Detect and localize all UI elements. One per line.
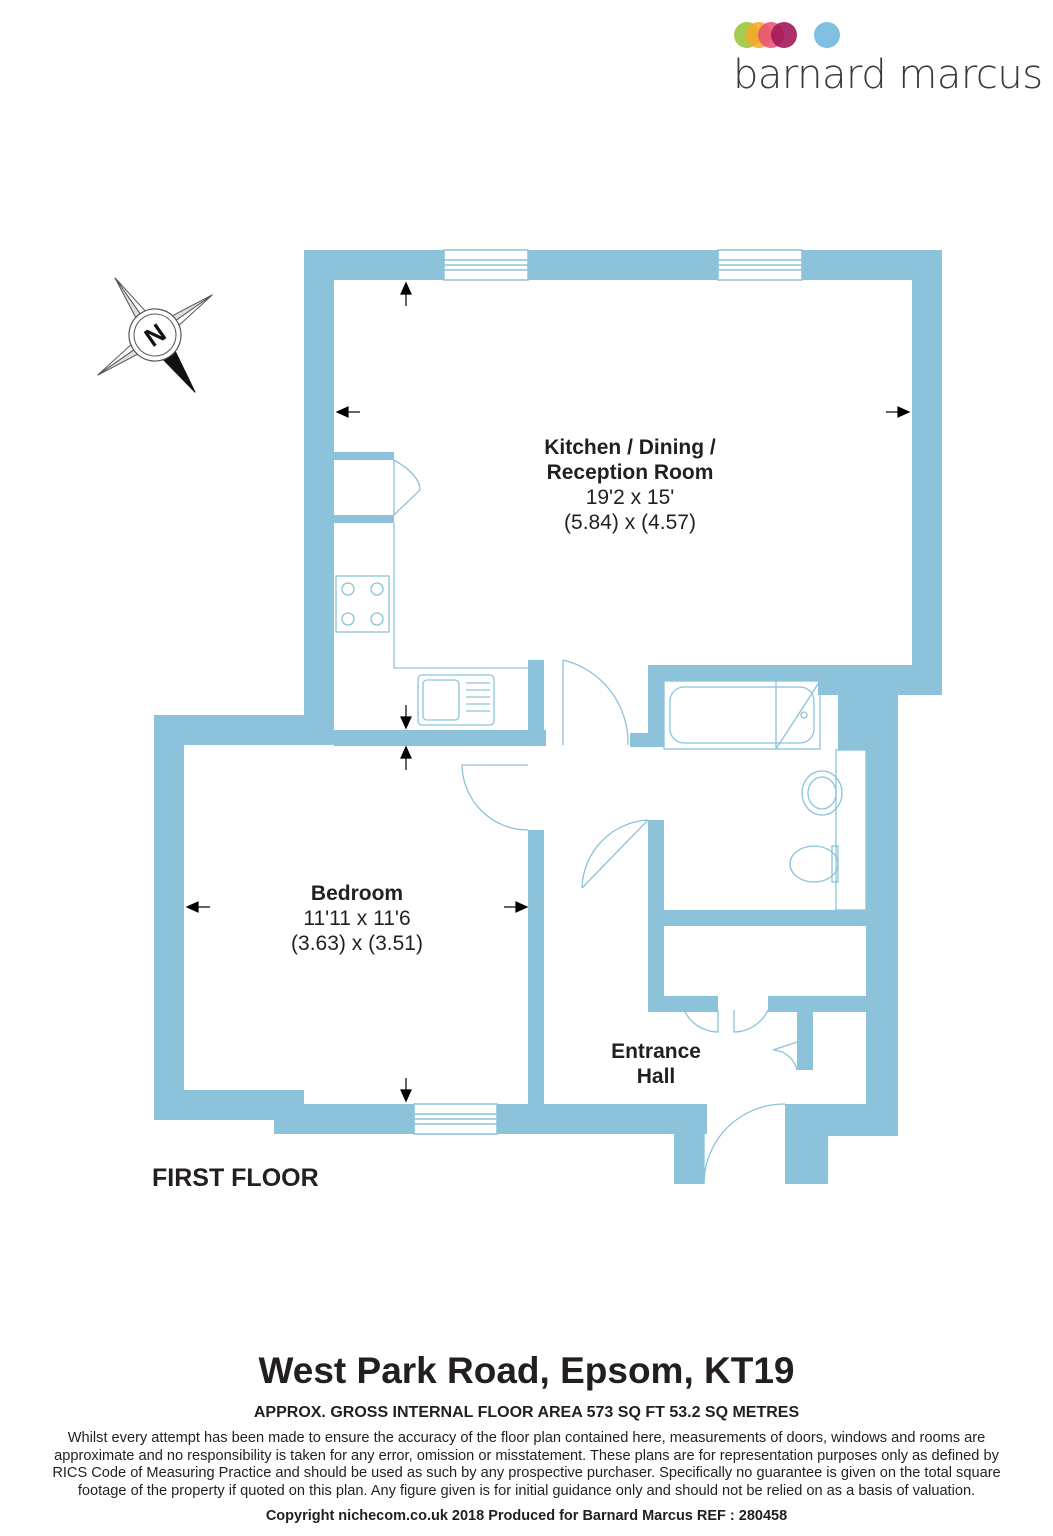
hob bbox=[335, 575, 390, 633]
kitchen-title-line1: Kitchen / Dining / bbox=[544, 436, 716, 459]
door-cupboard-left bbox=[683, 1009, 719, 1033]
kitchen-title: Kitchen / Dining / Reception Room bbox=[480, 435, 780, 485]
basin bbox=[801, 749, 867, 911]
wall-kitchen-cupboard-top bbox=[334, 452, 394, 460]
wall-bedroom-right-upper bbox=[528, 660, 544, 746]
kitchen-sink bbox=[417, 674, 495, 726]
toilet bbox=[789, 845, 839, 883]
wall-entrance-right-outer bbox=[798, 1120, 898, 1136]
wall-bath-top bbox=[648, 665, 838, 681]
wall-bath-left bbox=[648, 820, 664, 912]
arrow-bedroom-right bbox=[504, 901, 529, 913]
wall-right-outer bbox=[866, 695, 898, 1135]
door-store bbox=[772, 1041, 798, 1071]
door-kitchen-cupboard bbox=[393, 459, 421, 516]
bedroom-title-line1: Bedroom bbox=[310, 882, 404, 905]
arrow-kitchen-left bbox=[335, 406, 360, 418]
door-cupboard-right bbox=[733, 1009, 769, 1033]
brand-logo-dots bbox=[734, 22, 840, 48]
kitchen-dim-metric: (5.84) x (4.57) bbox=[564, 511, 696, 534]
window-bedroom bbox=[413, 1103, 498, 1135]
door-entrance bbox=[703, 1103, 786, 1185]
wall-kitchen-left bbox=[304, 250, 334, 735]
arrow-bedroom-top bbox=[400, 745, 412, 770]
arrow-bedroom-bottom bbox=[400, 1078, 412, 1103]
door-bedroom bbox=[461, 764, 529, 831]
property-address: West Park Road, Epsom, KT19 bbox=[258, 1350, 795, 1391]
logo-dot-4 bbox=[771, 22, 797, 48]
disclaimer-line: footage of the property if quoted on thi… bbox=[77, 1482, 976, 1499]
wall-store-left bbox=[797, 1010, 813, 1070]
hall-title: Entrance Hall bbox=[586, 1039, 726, 1089]
wall-bedroom-right bbox=[528, 830, 544, 1105]
arrow-bedroom-left bbox=[185, 901, 210, 913]
hall-title-line2: Hall bbox=[636, 1065, 676, 1088]
walls bbox=[154, 250, 942, 1184]
copyright: Copyright nichecom.co.uk 2018 Produced f… bbox=[265, 1508, 788, 1524]
windows bbox=[413, 249, 803, 1135]
arrow-kitchen-right bbox=[886, 406, 911, 418]
wall-bedroom-left bbox=[154, 715, 184, 1120]
fixtures bbox=[335, 523, 867, 911]
disclaimer-line: Whilst every attempt has been made to en… bbox=[67, 1430, 986, 1446]
doors bbox=[393, 459, 798, 1185]
bedroom-title: Bedroom bbox=[257, 881, 457, 906]
wall-kitchen-cupboard-bottom bbox=[334, 515, 394, 523]
floor-plan: N bbox=[97, 249, 942, 1185]
disclaimer-line: RICS Code of Measuring Practice and shou… bbox=[52, 1465, 1001, 1481]
arrow-kitchen-top bbox=[400, 281, 412, 306]
bedroom-dim-imperial: 11'11 x 11'6 bbox=[303, 907, 411, 930]
wall-cupboard-bottom-right bbox=[768, 996, 866, 1012]
bathtub bbox=[663, 680, 821, 750]
wall-hall-step bbox=[630, 733, 664, 747]
wall-cupboard-left bbox=[648, 910, 664, 1012]
wall-entrance-left bbox=[674, 1104, 704, 1184]
kitchen-title-line2: Reception Room bbox=[546, 461, 714, 484]
compass-rose: N bbox=[97, 277, 213, 393]
door-bathroom bbox=[581, 819, 649, 889]
disclaimer-line: approximate and no responsibility is tak… bbox=[54, 1447, 999, 1464]
wall-entrance-right bbox=[785, 1104, 828, 1184]
window-kitchen-left bbox=[443, 249, 529, 281]
wall-cupboard-bottom-left bbox=[648, 996, 718, 1012]
bedroom-dim-metric: (3.63) x (3.51) bbox=[291, 932, 423, 955]
wall-bedroom-bottom-right bbox=[497, 1104, 707, 1134]
door-kitchen bbox=[562, 659, 629, 746]
brand-logo-text: barnard marcus bbox=[733, 52, 1043, 98]
kitchen-dim-imperial: 19'2 x 15' bbox=[585, 486, 675, 509]
floor-label: FIRST FLOOR bbox=[152, 1164, 319, 1192]
wall-bath-bottom bbox=[648, 910, 866, 926]
wall-bedroom-bottom-step bbox=[274, 1104, 414, 1134]
logo-dot-5 bbox=[814, 22, 840, 48]
wall-divider bbox=[334, 730, 546, 746]
kitchen-dimensions: 19'2 x 15' (5.84) x (4.57) bbox=[480, 485, 780, 535]
wall-kitchen-right bbox=[912, 250, 942, 695]
disclaimer: Whilst every attempt has been made to en… bbox=[10, 1430, 1043, 1500]
arrow-kitchen-bottom bbox=[400, 705, 412, 730]
wall-bath-left-upper bbox=[648, 665, 664, 745]
kitchen-counter bbox=[393, 523, 528, 669]
floor-area: APPROX. GROSS INTERNAL FLOOR AREA 573 SQ… bbox=[253, 1404, 800, 1421]
dimension-arrows bbox=[185, 281, 911, 1103]
wall-kitchen-top-mid bbox=[528, 250, 718, 280]
window-kitchen-right bbox=[717, 249, 803, 281]
bedroom-dimensions: 11'11 x 11'6 (3.63) x (3.51) bbox=[257, 906, 457, 956]
hall-title-line1: Entrance bbox=[611, 1040, 701, 1063]
